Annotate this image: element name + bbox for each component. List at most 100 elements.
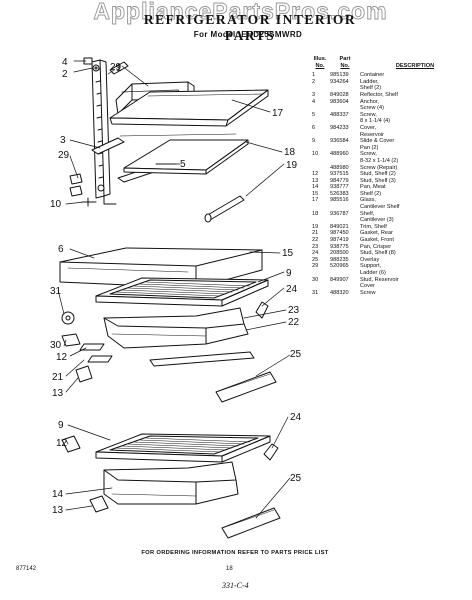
leader-lines bbox=[57, 60, 291, 519]
shelf-ladder-assembly bbox=[91, 59, 129, 205]
callout-22: 22 bbox=[288, 317, 300, 328]
meat-pan-shelf bbox=[95, 433, 271, 463]
part-number: 987419 bbox=[330, 237, 349, 244]
callout-6: 6 bbox=[58, 244, 64, 255]
part-illus-number: 5 bbox=[312, 111, 316, 118]
overlay-strip-lower bbox=[221, 507, 281, 539]
callout-2: 2 bbox=[62, 69, 68, 80]
part-number: 936584 bbox=[330, 138, 349, 145]
part-illus-number: 19 bbox=[312, 223, 319, 230]
part-number: 985139 bbox=[330, 72, 349, 79]
model-subtitle: For Model: EHD25SMWRD bbox=[193, 30, 303, 39]
header-illus: Illus. bbox=[313, 56, 327, 62]
callout-31: 31 bbox=[50, 286, 62, 297]
part-description: Overlay bbox=[360, 256, 380, 263]
anchors-and-screws bbox=[69, 57, 181, 207]
watermark: AppliancePartsPros.com bbox=[93, 0, 388, 24]
part-description: Screw bbox=[360, 289, 376, 296]
part-illus-number: 18 bbox=[312, 210, 319, 217]
part-illus-number: 29 bbox=[312, 263, 319, 270]
callout-24: 24 bbox=[286, 284, 298, 295]
part-illus-number: 15 bbox=[312, 190, 319, 197]
part-illus-number: 24 bbox=[312, 250, 319, 257]
page-number: 18 bbox=[226, 566, 233, 572]
part-number: 488980 bbox=[330, 164, 349, 171]
callout-13: 13 bbox=[52, 388, 64, 399]
part-illus-number: 1 bbox=[312, 72, 316, 79]
header-description: DESCRIPTION bbox=[395, 62, 435, 69]
part-number: 488960 bbox=[330, 151, 349, 158]
part-illus-number: 14 bbox=[312, 184, 319, 191]
part-number: 208500 bbox=[330, 250, 349, 257]
part-row: 3 849028 Reflector, Shelf bbox=[310, 92, 470, 99]
part-description: Cover, Reservoir bbox=[360, 124, 384, 138]
crisper-shelf-grid bbox=[109, 279, 257, 299]
callout-14: 14 bbox=[52, 489, 64, 500]
lower-glass-shelf bbox=[123, 139, 249, 175]
callout-30: 30 bbox=[50, 340, 62, 351]
part-illus-number: 4 bbox=[312, 98, 316, 105]
part-description: Gasket, Front bbox=[360, 237, 394, 244]
part-number: 988235 bbox=[330, 256, 349, 263]
callout-25-lower: 25 bbox=[290, 473, 302, 484]
part-description: Stud, Shelf (8) bbox=[360, 250, 396, 257]
part-number: 488320 bbox=[330, 289, 349, 296]
callout-3: 3 bbox=[60, 135, 66, 146]
callout-10: 10 bbox=[50, 199, 62, 210]
part-illus-number: 3 bbox=[312, 91, 316, 98]
callout-29-lower: 29 bbox=[58, 150, 70, 161]
studs-and-clips bbox=[61, 301, 269, 383]
part-description: Reflector, Shelf bbox=[360, 91, 398, 98]
callout-1: 1 bbox=[116, 63, 122, 74]
part-number: 520965 bbox=[330, 263, 349, 270]
part-description: Screw, 8 x 1-1/4 (4) bbox=[360, 111, 391, 125]
part-number: 938777 bbox=[330, 184, 349, 191]
handwritten-note: 331-C-4 bbox=[222, 581, 249, 590]
part-illus-number: 31 bbox=[312, 289, 319, 296]
callout-12: 12 bbox=[56, 352, 68, 363]
part-number: 984233 bbox=[330, 124, 349, 131]
part-number: 985516 bbox=[330, 197, 349, 204]
callout-21: 21 bbox=[52, 372, 64, 383]
page-title: REFRIGERATOR INTERIOR PARTS bbox=[143, 12, 357, 43]
part-description: Stud, Reservoir Cover bbox=[360, 276, 399, 290]
callout-4: 4 bbox=[62, 57, 68, 68]
header-part-no: No. bbox=[340, 62, 350, 69]
callout-17: 17 bbox=[272, 108, 284, 119]
part-number: 849907 bbox=[330, 276, 349, 283]
crisper-pan bbox=[79, 307, 255, 367]
part-number: 849028 bbox=[330, 91, 349, 98]
part-number: 488337 bbox=[330, 111, 349, 118]
callout-9: 9 bbox=[286, 268, 292, 279]
part-illus-number: 12 bbox=[312, 171, 319, 178]
callout-29: 29 bbox=[110, 62, 122, 73]
part-row: 31 488320 Screw bbox=[310, 290, 470, 297]
part-description: Screw (Repair) bbox=[360, 164, 398, 171]
part-description: Stud, Shelf (3) bbox=[360, 177, 396, 184]
header-part: Part bbox=[339, 56, 351, 62]
callout-24-lower: 24 bbox=[290, 412, 302, 423]
part-description: Pan, Crisper bbox=[360, 243, 392, 250]
part-illus-number: 13 bbox=[312, 177, 319, 184]
callout-19: 19 bbox=[286, 160, 298, 171]
part-number: 934264 bbox=[330, 78, 349, 85]
callout-12-lower: 12 bbox=[56, 438, 68, 449]
ordering-info: FOR ORDERING INFORMATION REFER TO PARTS … bbox=[141, 550, 329, 556]
part-row: 5 488337 Screw, 8 x 1-1/4 (4) bbox=[310, 112, 470, 125]
part-number: 987450 bbox=[330, 230, 349, 237]
part-illus-number: 2 bbox=[312, 78, 316, 85]
part-illus-number: 25 bbox=[312, 256, 319, 263]
part-illus-number bbox=[310, 165, 330, 172]
